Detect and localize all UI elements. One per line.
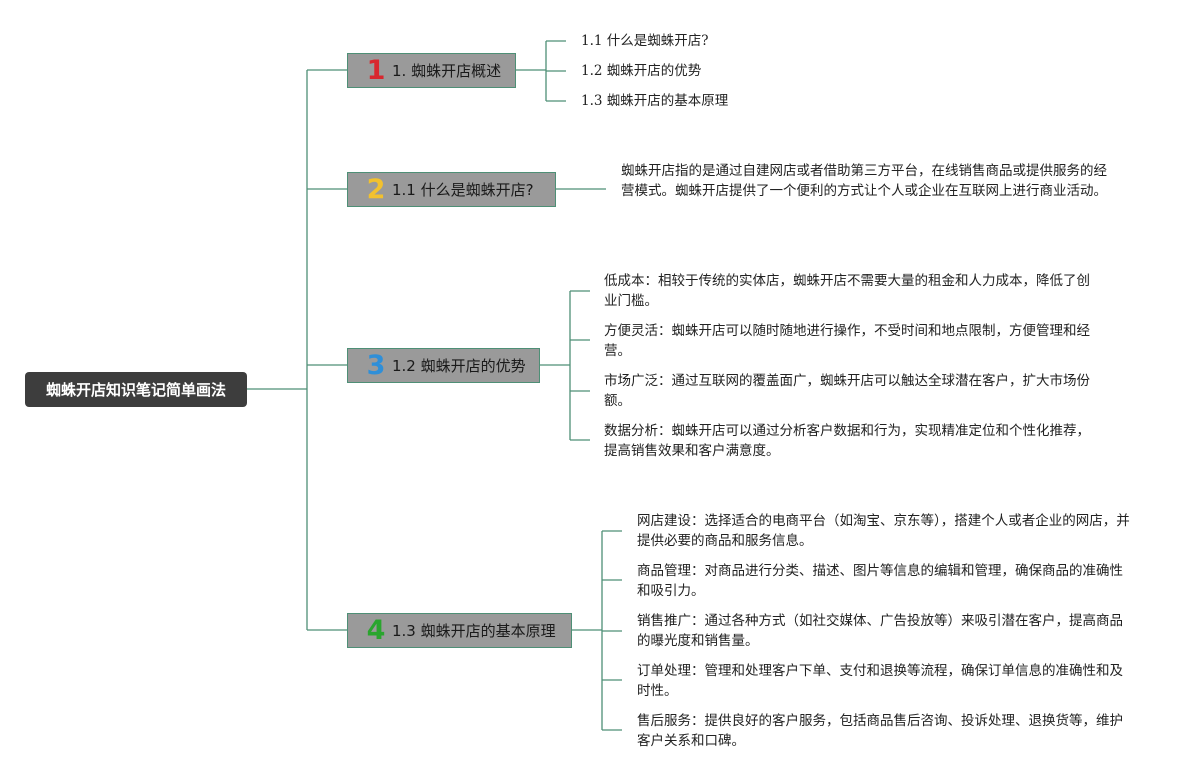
leaf-what-is[interactable]: 1.1 什么是蜘蛛开店? (581, 33, 709, 49)
leaf-low-cost[interactable]: 低成本：相较于传统的实体店，蜘蛛开店不需要大量的租金和人力成本，降低了创业门槛。 (604, 273, 1090, 309)
branch-label: 1. 蜘蛛开店概述 (392, 62, 502, 80)
branch-definition[interactable]: 2 1.1 什么是蜘蛛开店? (347, 172, 556, 207)
root-trunk (247, 69, 347, 631)
branch-overview[interactable]: 1 1. 蜘蛛开店概述 (347, 53, 516, 88)
leaf-definition-text[interactable]: 蜘蛛开店指的是通过自建网店或者借助第三方平台，在线销售商品或提供服务的经营模式。… (621, 163, 1107, 199)
leaf-sales-promotion[interactable]: 销售推广：通过各种方式（如社交媒体、广告投放等）来吸引潜在客户，提高商品的曝光度… (637, 613, 1123, 649)
branch-label: 1.1 什么是蜘蛛开店? (392, 181, 534, 199)
leaf-order-processing[interactable]: 订单处理：管理和处理客户下单、支付和退换等流程，确保订单信息的准确性和及时性。 (637, 663, 1123, 699)
number-badge-2: 2 (366, 174, 386, 205)
branch-label: 1.3 蜘蛛开店的基本原理 (392, 622, 556, 640)
branch-label: 1.2 蜘蛛开店的优势 (392, 357, 526, 375)
branch-advantages[interactable]: 3 1.2 蜘蛛开店的优势 (347, 348, 540, 383)
branch1-links (516, 40, 566, 102)
number-badge-4: 4 (366, 615, 386, 646)
root-topic-label: 蜘蛛开店知识笔记简单画法 (45, 381, 226, 399)
number-badge-3: 3 (366, 350, 386, 381)
root-topic[interactable]: 蜘蛛开店知识笔记简单画法 (25, 372, 247, 407)
branch3-links (540, 290, 590, 441)
leaf-principles[interactable]: 1.3 蜘蛛开店的基本原理 (581, 93, 729, 109)
leaf-flexible[interactable]: 方便灵活：蜘蛛开店可以随时随地进行操作，不受时间和地点限制，方便管理和经营。 (604, 323, 1090, 359)
leaf-wide-market[interactable]: 市场广泛：通过互联网的覆盖面广，蜘蛛开店可以触达全球潜在客户，扩大市场份额。 (604, 373, 1090, 409)
branch-principles[interactable]: 4 1.3 蜘蛛开店的基本原理 (347, 613, 572, 648)
leaf-data-analysis[interactable]: 数据分析：蜘蛛开店可以通过分析客户数据和行为，实现精准定位和个性化推荐，提高销售… (604, 423, 1090, 459)
leaf-store-building[interactable]: 网店建设：选择适合的电商平台（如淘宝、京东等），搭建个人或者企业的网店，并提供必… (637, 513, 1130, 549)
leaf-after-sales[interactable]: 售后服务：提供良好的客户服务，包括商品售后咨询、投诉处理、退换货等，维护客户关系… (637, 713, 1123, 749)
leaf-advantages[interactable]: 1.2 蜘蛛开店的优势 (581, 63, 702, 79)
leaf-product-management[interactable]: 商品管理：对商品进行分类、描述、图片等信息的编辑和管理，确保商品的准确性和吸引力… (637, 563, 1123, 599)
branch4-links (572, 530, 622, 731)
number-badge-1: 1 (366, 55, 386, 86)
